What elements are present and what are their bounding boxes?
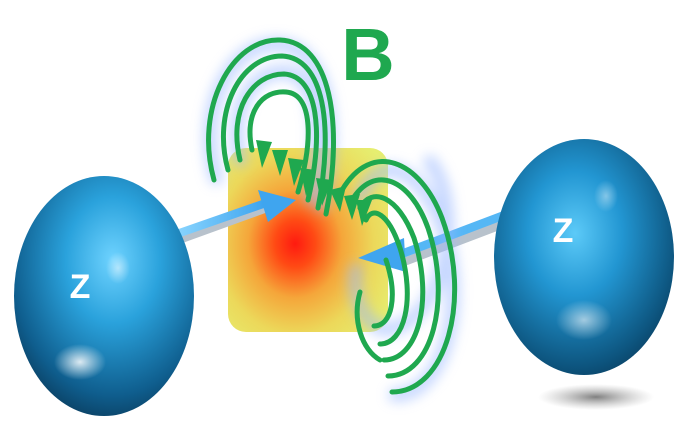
left-beam-arrow bbox=[170, 190, 296, 245]
left-particle-highlight-top bbox=[106, 252, 130, 284]
right-particle-highlight-top bbox=[594, 180, 618, 212]
field-lines-left bbox=[206, 37, 336, 217]
right-particle: Z bbox=[494, 139, 674, 375]
right-particle-highlight bbox=[556, 300, 612, 340]
left-particle: Z bbox=[14, 176, 194, 416]
field-label: B bbox=[341, 13, 394, 96]
field-arrowheads-left bbox=[256, 140, 332, 206]
left-particle-highlight bbox=[54, 344, 106, 380]
right-particle-label: Z bbox=[553, 212, 574, 250]
left-particle-sphere bbox=[14, 176, 194, 416]
right-particle-sphere bbox=[494, 139, 674, 375]
field-arrowheads-right bbox=[330, 186, 372, 226]
right-particle-shadow bbox=[538, 384, 654, 410]
left-particle-label: Z bbox=[70, 268, 91, 306]
field-lines-right bbox=[339, 159, 458, 395]
